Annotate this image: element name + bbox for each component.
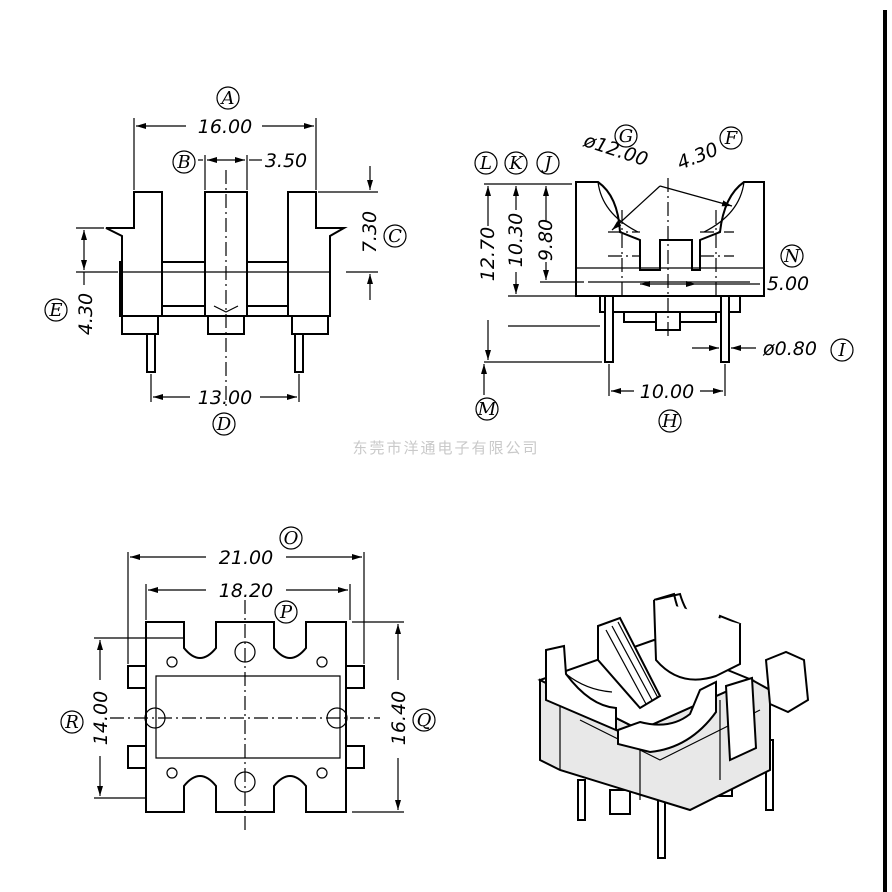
callout-r: R: [64, 712, 79, 733]
dim-p-value: 18.20: [219, 580, 273, 602]
dim-c-value: 7.30: [359, 211, 381, 253]
dim-a-value: 16.00: [198, 116, 252, 138]
callout-h: J: [540, 153, 553, 174]
callout-i: K: [508, 153, 524, 174]
dim-e-value: 4.30: [75, 293, 97, 335]
callout-k: M: [477, 399, 497, 420]
callout-j: L: [479, 153, 492, 174]
dim-n-value: 5.00: [767, 273, 809, 295]
callout-f: F: [724, 128, 739, 149]
dim-r-value: 14.00: [90, 691, 112, 745]
dim-i-value: 10.30: [505, 213, 527, 267]
callout-e: E: [48, 300, 62, 321]
callout-b: B: [176, 152, 190, 173]
dim-h-value: 9.80: [535, 219, 557, 261]
manufacturer-text: 东莞市洋通电子有限公司: [352, 439, 539, 457]
dim-l-value: 10.00: [640, 381, 694, 403]
callout-l: H: [661, 411, 678, 432]
callout-a: A: [220, 88, 235, 109]
isometric-view: [537, 592, 810, 859]
bottom-view: 21.00 O 18.20 P 14.00 R 16.40 Q: [60, 526, 436, 830]
dim-j-value: 12.70: [477, 227, 499, 281]
dim-m-value: ø0.80: [762, 338, 817, 360]
callout-g: G: [619, 126, 633, 147]
dim-b-value: 3.50: [265, 150, 307, 172]
callout-o: O: [284, 528, 299, 549]
dim-d-value: 13.00: [198, 387, 252, 409]
callout-m: I: [837, 340, 846, 361]
dim-f-value: 4.30: [674, 138, 721, 174]
side-view: ø12.00 4.30 G F 12.70 L 10.30 K 9.80 J M: [474, 124, 854, 433]
dim-o-value: 21.00: [219, 547, 273, 569]
callout-q: Q: [417, 710, 432, 731]
callout-c: C: [388, 226, 402, 247]
callout-n: N: [783, 246, 801, 267]
callout-d: D: [216, 414, 232, 435]
dim-q-value: 16.40: [388, 691, 410, 745]
front-view: 16.00 A 3.50 B 7.30 C 4.30 E 13.00: [44, 86, 407, 436]
callout-p: P: [279, 602, 293, 623]
